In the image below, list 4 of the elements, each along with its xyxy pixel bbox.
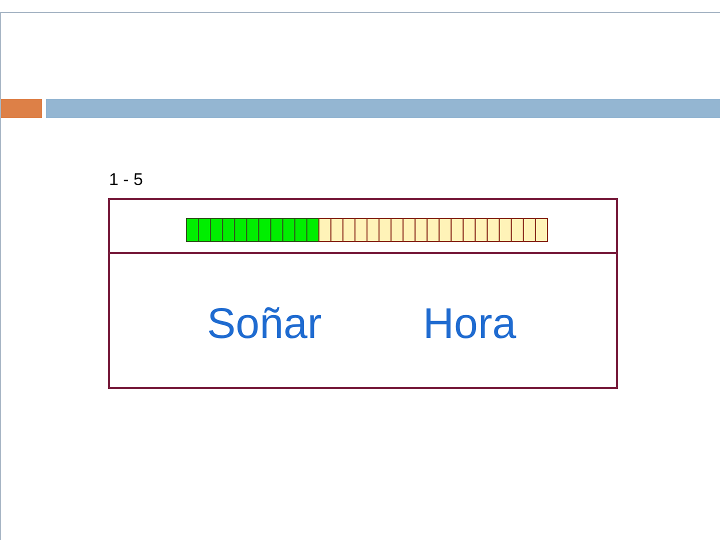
word-label: Soñar [207,300,322,350]
progress-bar [186,218,548,242]
word-label: Hora [423,300,516,350]
range-label: 1 - 5 [109,170,144,190]
